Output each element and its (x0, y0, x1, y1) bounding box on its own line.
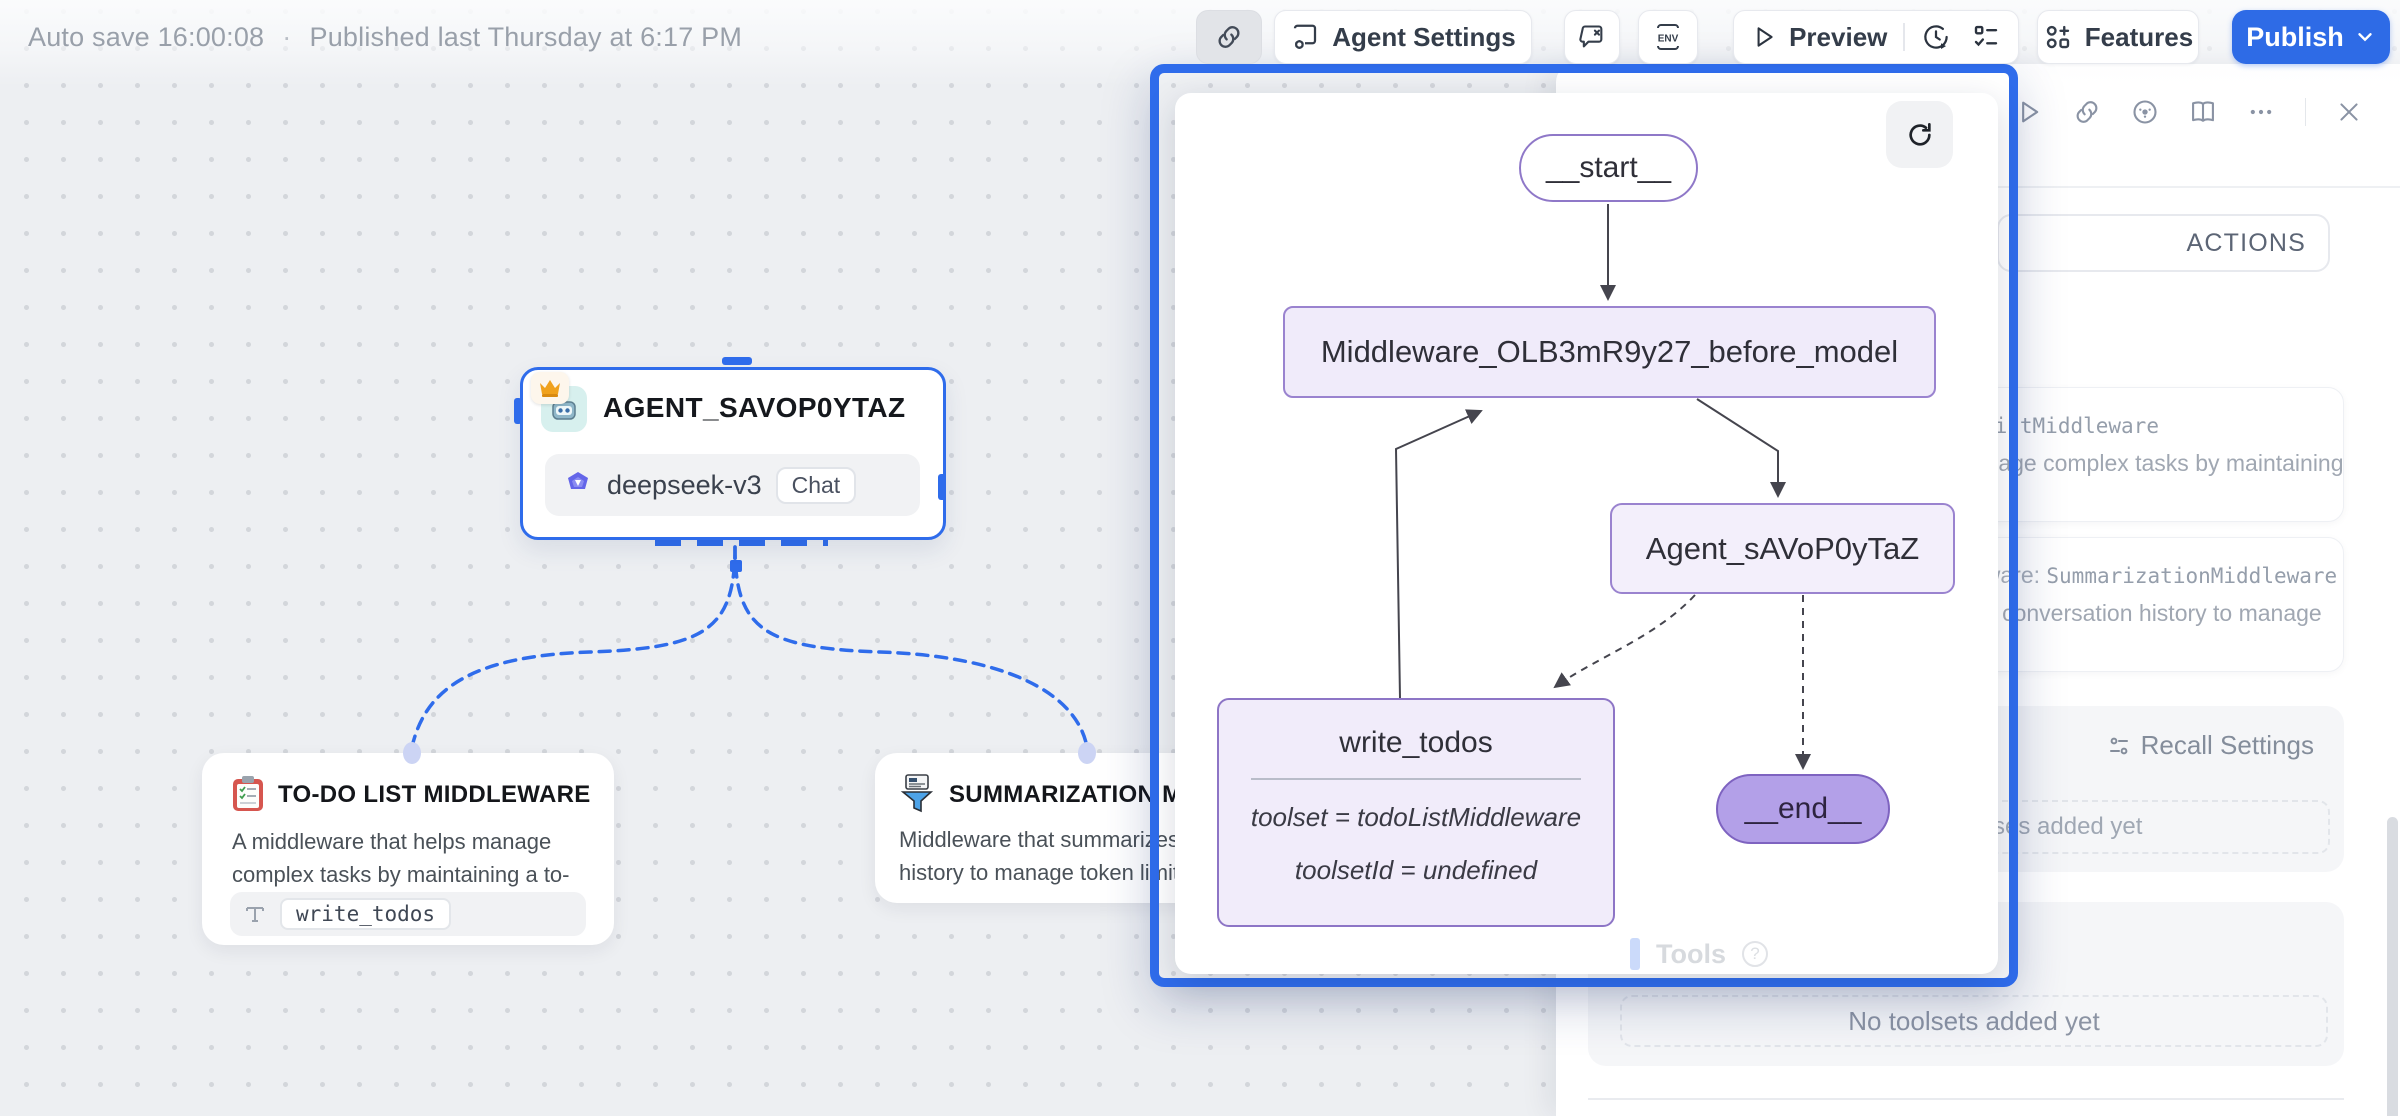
drawer-bottom-divider (1588, 1098, 2344, 1100)
edge-agent-to-summarization (733, 545, 1089, 749)
chevron-down-icon (2354, 26, 2376, 48)
publish-label: Publish (2246, 21, 2344, 52)
todo-middleware-node[interactable]: TO-DO LIST MIDDLEWARE A middleware that … (202, 753, 614, 945)
drawer-toolbar (2015, 98, 2363, 126)
docs-icon[interactable] (2189, 98, 2217, 126)
toolbar-divider (2304, 98, 2306, 126)
agent-node-title: AGENT_SAVOP0YTAZ (603, 392, 906, 423)
separator-dot: · (282, 22, 292, 52)
edge-agent-tool-dashed (1553, 594, 1696, 689)
graph-tool-divider (1250, 778, 1582, 780)
recall-settings-button[interactable]: Recall Settings (2107, 730, 2314, 761)
toolsets-empty-box: No toolsets added yet (1620, 995, 2328, 1047)
todo-node-title: TO-DO LIST MIDDLEWARE (278, 781, 591, 808)
agent-handle-right[interactable] (938, 474, 946, 500)
autosave-status: Auto save 16:00:08 · Published last Thursd… (28, 22, 742, 53)
model-type-badge: Chat (775, 466, 857, 504)
agent-settings-button[interactable]: Agent Settings (1274, 10, 1532, 64)
todo-tools-pill[interactable]: write_todos (230, 892, 586, 936)
tool-icon (244, 903, 266, 925)
agent-model-pill[interactable]: deepseek-v3 Chat (545, 454, 920, 516)
svg-text:ENV: ENV (1658, 34, 1679, 45)
recall-settings-label: Recall Settings (2140, 730, 2314, 760)
edge-agent-to-todo (410, 545, 737, 749)
published-text: Published last Thursday at 6:17 PM (309, 22, 743, 52)
graph-tool-param: toolsetId = undefined (1294, 854, 1538, 885)
publish-button[interactable]: Publish (2232, 10, 2390, 64)
edge-middleware-agent (1696, 398, 1786, 498)
chat-x-icon (1578, 23, 1606, 51)
graph-node-middleware: Middleware_OLB3mR9y27_before_model (1283, 306, 1936, 398)
graph-node-end: __end__ (1716, 774, 1890, 844)
graph-preview-modal[interactable]: __start__ Middleware_OLB3mR9y27_before_m… (1150, 64, 2018, 987)
history-icon[interactable] (1921, 22, 1951, 52)
tab-actions-label: ACTIONS (2186, 229, 2306, 257)
crown-badge (531, 372, 569, 404)
target-icon[interactable] (2131, 98, 2159, 126)
tool-chip[interactable]: write_todos (280, 898, 452, 930)
middleware-name: SummarizationMiddleware (2046, 564, 2338, 588)
edge-tool-middleware (1394, 409, 1483, 699)
group-divider (1903, 23, 1905, 51)
funnel-doc-icon (897, 773, 937, 820)
close-icon[interactable] (2336, 99, 2362, 125)
summarization-edge-endpoint (1078, 742, 1096, 764)
env-icon: ENV (1652, 22, 1684, 52)
drawer-scrollbar[interactable] (2387, 817, 2398, 1116)
graph-node-write-todos: write_todos toolset = todoListMiddleware… (1217, 698, 1615, 927)
preview-button-group[interactable]: Preview (1733, 10, 2019, 64)
crown-icon (540, 380, 560, 397)
graph-tool-title: write_todos (1339, 726, 1493, 759)
more-icon[interactable] (2247, 98, 2275, 126)
todo-edge-endpoint (403, 742, 421, 764)
ghost-tools-header: Tools ? (1630, 938, 1768, 970)
features-icon (2043, 22, 2073, 52)
section-accent-bar (1630, 938, 1640, 970)
agent-settings-label: Agent Settings (1332, 21, 1516, 52)
agent-handle-left[interactable] (514, 398, 522, 424)
model-name: deepseek-v3 (607, 469, 762, 500)
link-icon (1215, 23, 1243, 51)
ghost-tools-label: Tools (1656, 938, 1726, 969)
tab-actions[interactable]: ACTIONS (1997, 214, 2330, 272)
features-label: Features (2084, 21, 2194, 52)
agent-handle-top[interactable] (722, 357, 752, 365)
preview-label[interactable]: Preview (1789, 21, 1888, 52)
graph-node-agent: Agent_sAVoP0yTaZ (1610, 503, 1955, 594)
graph-tool-param: toolset = todoListMiddleware (1250, 801, 1582, 832)
env-variables-button[interactable]: ENV (1638, 10, 1698, 64)
agent-settings-icon (1290, 22, 1320, 52)
model-provider-icon (563, 470, 593, 500)
clear-chat-button[interactable] (1564, 10, 1620, 64)
features-button[interactable]: Features (2037, 10, 2199, 64)
copy-link-button[interactable] (1196, 10, 1262, 64)
agent-node[interactable]: AGENT_SAVOP0YTAZ deepseek-v3 Chat (520, 367, 946, 540)
graph-node-start: __start__ (1519, 134, 1698, 202)
help-icon: ? (1742, 941, 1768, 967)
graph-panel: __start__ Middleware_OLB3mR9y27_before_m… (1175, 93, 1998, 974)
run-icon[interactable] (2015, 98, 2043, 126)
recall-settings-icon (2107, 734, 2131, 758)
autosave-text: Auto save 16:00:08 (28, 22, 265, 52)
play-icon[interactable] (1751, 24, 1777, 50)
link-icon[interactable] (2073, 98, 2101, 126)
agent-bottom-handle (730, 560, 742, 572)
refresh-graph-button[interactable] (1886, 101, 1953, 168)
task-list-icon[interactable] (1971, 22, 2001, 52)
clipboard-icon (230, 775, 266, 818)
